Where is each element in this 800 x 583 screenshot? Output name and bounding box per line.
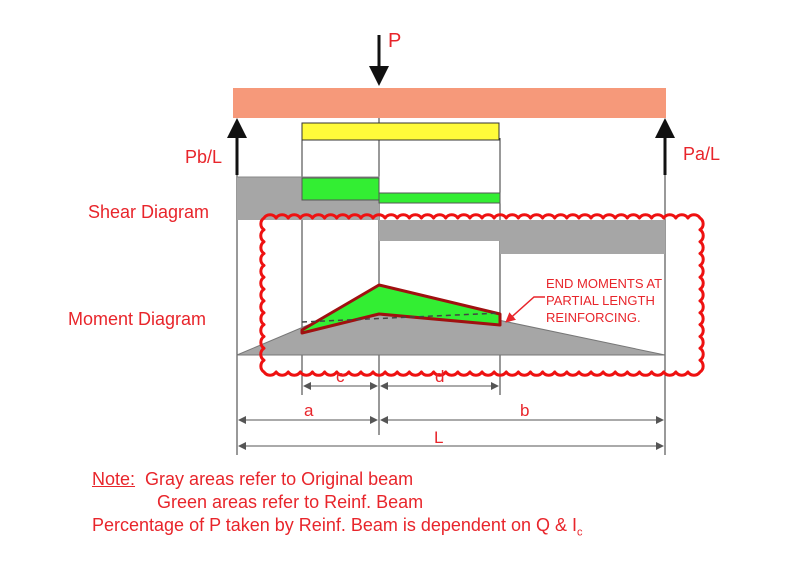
callout-line-3: REINFORCING.	[546, 310, 641, 325]
shear-diagram-label: Shear Diagram	[88, 202, 209, 222]
dim-c-label: c	[336, 367, 345, 386]
note-line-2: Green areas refer to Reinf. Beam	[157, 491, 423, 513]
shear-reinf-left	[301, 177, 380, 201]
note-line-1: Note: Gray areas refer to Original beam	[92, 468, 413, 490]
note-subscript: c	[576, 526, 583, 539]
dim-L-label: L	[434, 428, 443, 447]
shear-diagram	[237, 176, 665, 254]
note-line-3: Percentage of P taken by Reinf. Beam is …	[92, 514, 582, 544]
note-gray-text: Gray areas refer to Original beam	[145, 469, 414, 489]
moment-reinf-area	[300, 283, 502, 335]
cloud-outline	[259, 213, 705, 377]
callout-line-2: PARTIAL LENGTH	[546, 293, 655, 308]
load-label: P	[388, 30, 401, 52]
note-percentage-text: Percentage of P taken by Reinf. Beam is …	[92, 515, 577, 535]
right-reaction-arrow	[655, 118, 675, 175]
load-arrow	[369, 35, 389, 86]
reference-lines	[236, 90, 666, 455]
dim-a-label: a	[304, 401, 314, 420]
right-reaction-label: Pa/L	[683, 144, 720, 164]
reinforcement-plate	[301, 122, 500, 141]
note-prefix: Note:	[92, 469, 136, 489]
dim-d-label: d	[435, 367, 444, 386]
note-green-text: Green areas refer to Reinf. Beam	[157, 492, 424, 512]
left-reaction-arrow	[227, 118, 247, 175]
dim-b-label: b	[520, 401, 529, 420]
callout-text: END MOMENTS AT PARTIAL LENGTH REINFORCIN…	[546, 276, 662, 325]
moment-diagram	[236, 283, 666, 356]
callout-leader	[505, 296, 545, 323]
moment-diagram-label: Moment Diagram	[68, 309, 206, 329]
moment-chord	[301, 312, 501, 323]
left-reaction-label: Pb/L	[185, 147, 222, 167]
callout-line-1: END MOMENTS AT	[546, 276, 662, 291]
shear-reinf-right	[378, 192, 501, 204]
dimension-lines	[238, 382, 664, 450]
beam	[233, 88, 666, 118]
